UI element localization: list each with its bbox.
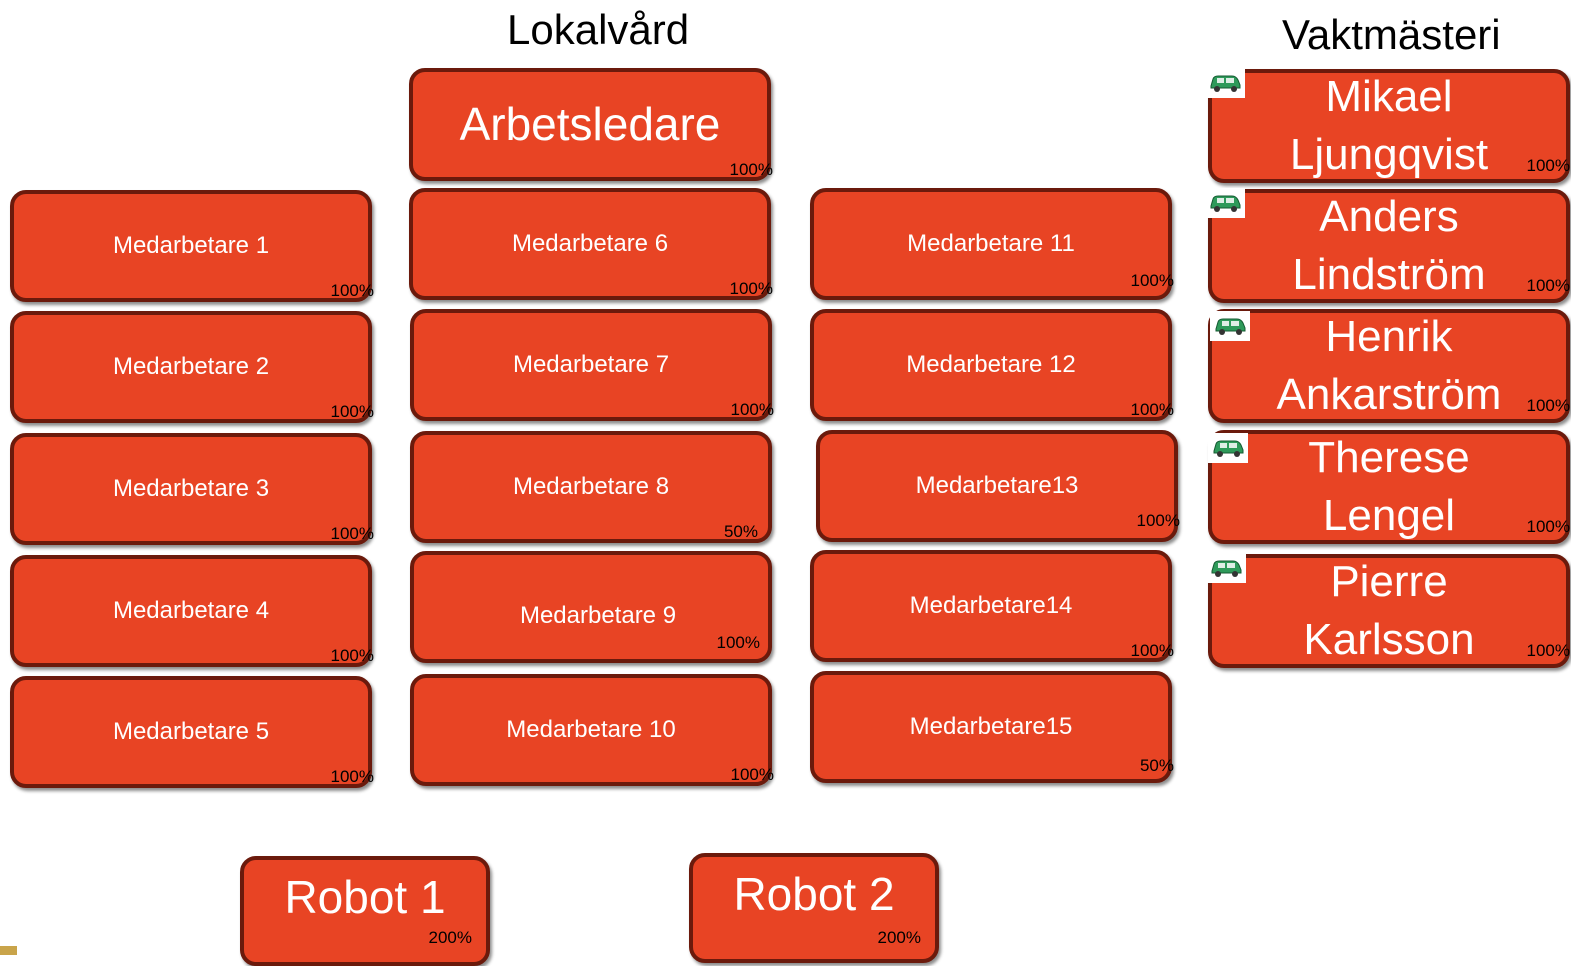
box-percent: 100% xyxy=(330,281,374,300)
box-percent: 100% xyxy=(1130,400,1174,419)
box-percent: 100% xyxy=(730,765,774,784)
box-label: Medarbetare15 xyxy=(909,712,1073,740)
box-label: Medarbetare 5 xyxy=(112,717,270,745)
box-label: Medarbetare 10 xyxy=(506,715,676,743)
box-label: Medarbetare14 xyxy=(909,591,1073,619)
box-percent: 100% xyxy=(730,400,774,419)
box-medarbetare-11: Medarbetare 11 100% xyxy=(810,188,1174,300)
box-label: Medarbetare 6 xyxy=(511,229,669,257)
box-percent: 200% xyxy=(877,928,921,947)
box-label: Medarbetare13 xyxy=(915,471,1079,499)
box-medarbetare-3: Medarbetare 3 100% xyxy=(10,433,374,545)
box-medarbetare-12: Medarbetare 12 100% xyxy=(810,309,1174,421)
last-name: Ankarström xyxy=(1276,370,1502,419)
box-percent: 100% xyxy=(330,524,374,543)
box-medarbetare-8: Medarbetare 8 50% xyxy=(410,431,772,543)
box-percent: 100% xyxy=(729,279,773,298)
heading-vaktmasteri: Vaktmästeri xyxy=(1282,11,1501,58)
box-percent: 100% xyxy=(1136,511,1180,530)
car-icon xyxy=(1206,553,1246,583)
box-label: Medarbetare 2 xyxy=(112,352,270,380)
box-percent: 100% xyxy=(1526,396,1570,415)
box-medarbetare-2: Medarbetare 2 100% xyxy=(10,311,374,423)
box-percent: 100% xyxy=(1526,276,1570,295)
box-percent: 100% xyxy=(330,402,374,421)
first-name: Mikael xyxy=(1325,72,1453,121)
box-percent: 100% xyxy=(1526,641,1570,660)
box-percent: 100% xyxy=(1526,156,1570,175)
box-medarbetare-4: Medarbetare 4 100% xyxy=(10,555,374,667)
car-icon xyxy=(1205,68,1245,98)
box-label: Medarbetare 8 xyxy=(512,472,670,500)
box-medarbetare-7: Medarbetare 7 100% xyxy=(410,309,774,421)
box-robot-1: Robot 1 200% xyxy=(240,856,490,966)
box-label: Medarbetare 12 xyxy=(906,350,1076,378)
box-percent: 100% xyxy=(1130,641,1174,660)
box-percent: 50% xyxy=(723,522,758,541)
first-name: Therese xyxy=(1308,433,1470,482)
box-arbetsledare: Arbetsledare 100% xyxy=(409,68,773,181)
box-medarbetare-6: Medarbetare 6 100% xyxy=(409,188,773,300)
last-name: Lindström xyxy=(1292,250,1486,299)
box-percent: 100% xyxy=(729,160,773,179)
box-percent: 100% xyxy=(1526,517,1570,536)
first-name: Henrik xyxy=(1325,312,1453,361)
box-medarbetare-9: Medarbetare 9 100% xyxy=(410,551,772,663)
box-medarbetare-10: Medarbetare 10 100% xyxy=(410,674,774,786)
box-robot-2: Robot 2 200% xyxy=(689,853,939,963)
first-name: Anders xyxy=(1319,192,1459,241)
box-label: Arbetsledare xyxy=(459,97,721,150)
box-label: Medarbetare 3 xyxy=(112,474,270,502)
box-percent: 100% xyxy=(330,646,374,665)
box-percent: 50% xyxy=(1139,756,1174,775)
car-icon xyxy=(1208,433,1248,463)
car-icon xyxy=(1205,188,1245,218)
last-name: Karlsson xyxy=(1303,615,1475,664)
first-name: Pierre xyxy=(1330,557,1448,606)
box-percent: 100% xyxy=(1130,271,1174,290)
box-label: Medarbetare 1 xyxy=(112,231,270,259)
box-percent: 200% xyxy=(428,928,472,947)
box-label: Medarbetare 11 xyxy=(907,229,1075,257)
box-label: Medarbetare 7 xyxy=(512,350,670,378)
box-medarbetare-5: Medarbetare 5 100% xyxy=(10,676,374,788)
box-medarbetare-1: Medarbetare 1 100% xyxy=(10,190,374,302)
box-label: Medarbetare 4 xyxy=(112,596,270,624)
box-label: Robot 1 xyxy=(284,871,446,923)
corner-decoration xyxy=(0,946,17,955)
box-label: Robot 2 xyxy=(733,868,895,920)
box-medarbetare-13: Medarbetare13 100% xyxy=(816,430,1180,542)
box-medarbetare-15: Medarbetare15 50% xyxy=(810,671,1174,783)
car-icon xyxy=(1210,311,1250,341)
box-percent: 100% xyxy=(716,633,760,652)
last-name: Lengel xyxy=(1322,491,1456,540)
last-name: Ljungqvist xyxy=(1289,130,1489,179)
box-percent: 100% xyxy=(330,767,374,786)
heading-lokalvard: Lokalvård xyxy=(507,6,690,53)
box-medarbetare-14: Medarbetare14 100% xyxy=(810,550,1174,662)
box-label: Medarbetare 9 xyxy=(519,601,677,629)
